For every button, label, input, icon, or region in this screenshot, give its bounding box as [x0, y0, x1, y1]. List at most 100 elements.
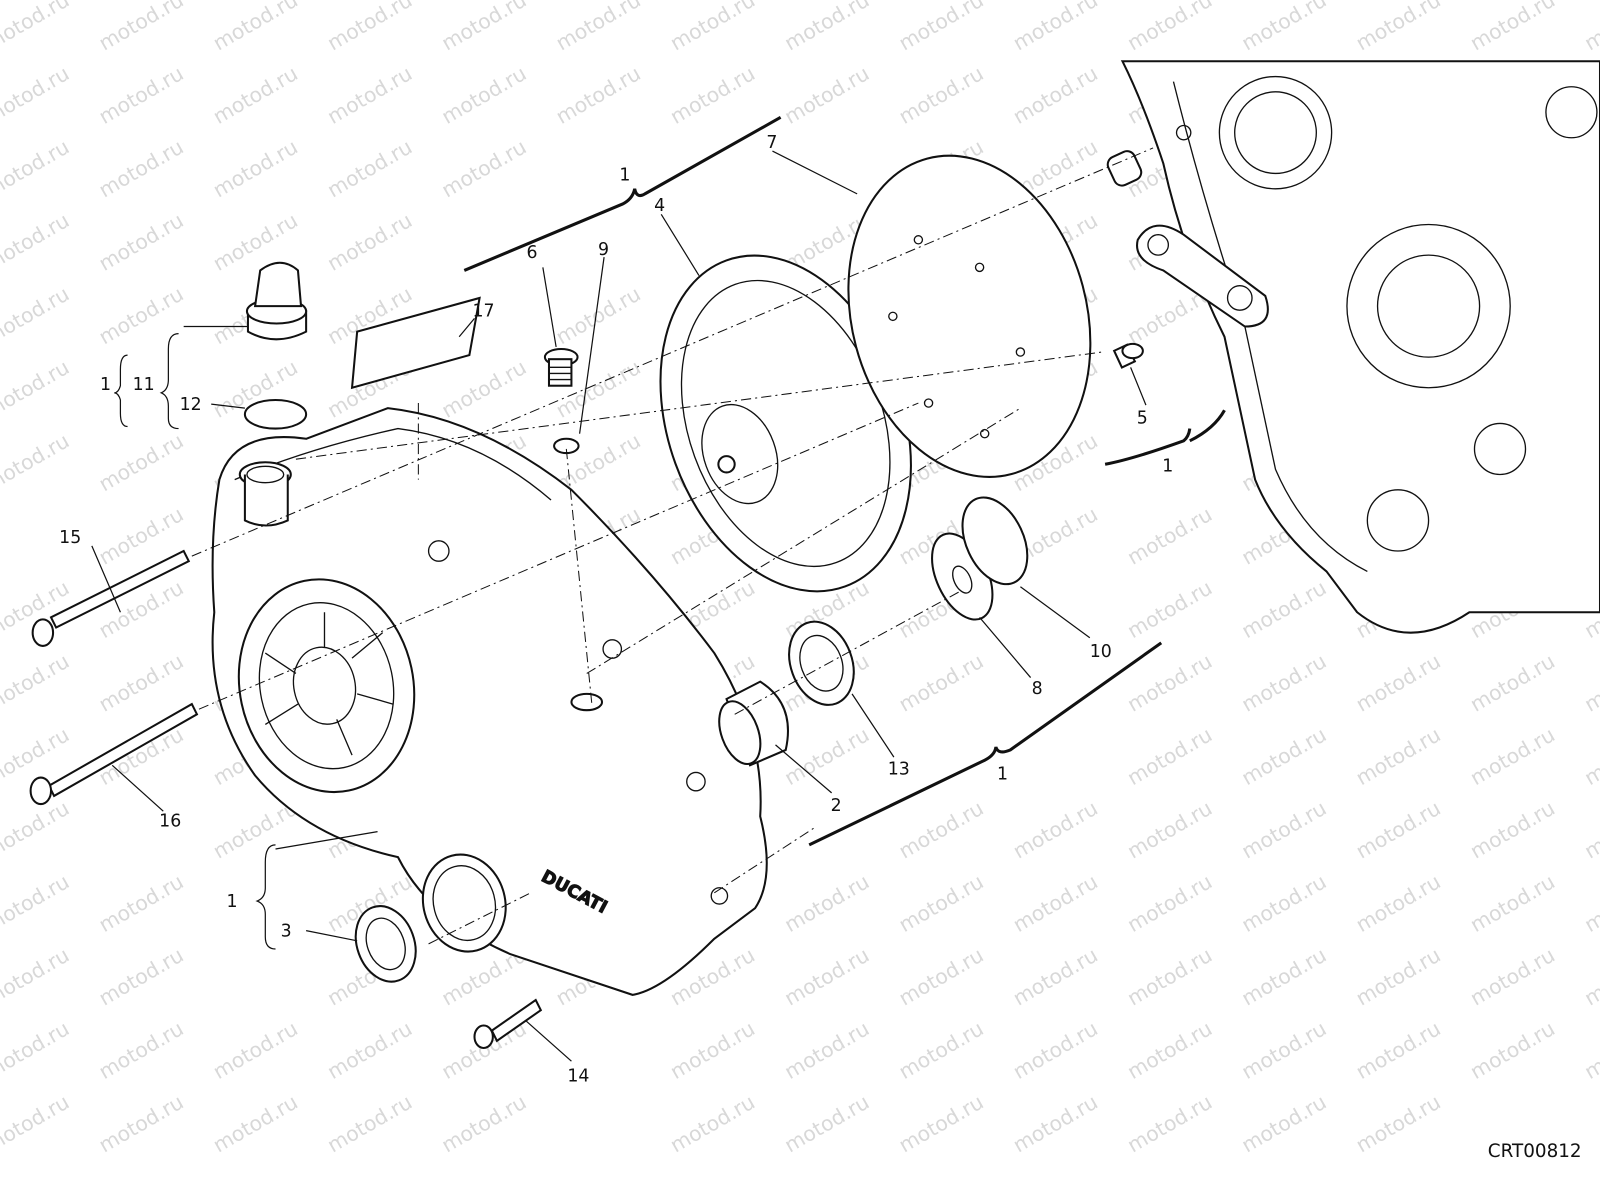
- callout-15: 15: [59, 528, 81, 548]
- watermark-text: motod.ru: [1580, 796, 1600, 864]
- watermark-text: motod.ru: [437, 0, 530, 55]
- watermark-text: motod.ru: [1352, 722, 1445, 790]
- callout-6: 6: [527, 243, 538, 263]
- watermark-text: motod.ru: [323, 0, 416, 55]
- watermark-text: motod.ru: [1466, 869, 1559, 937]
- watermark-text: motod.ru: [895, 1090, 988, 1158]
- watermark-text: motod.ru: [1237, 0, 1330, 55]
- watermark-text: motod.ru: [1237, 722, 1330, 790]
- watermark-text: motod.ru: [1237, 869, 1330, 937]
- watermark-text: motod.ru: [780, 869, 873, 937]
- watermark-text: motod.ru: [780, 1016, 873, 1084]
- callout-3: 3: [281, 922, 292, 942]
- clutch-cover: DUCATI: [211, 407, 768, 996]
- callout-5: 5: [1137, 408, 1148, 428]
- long-bolt: [31, 549, 191, 647]
- watermark-text: motod.ru: [895, 943, 988, 1011]
- callout-11: 11: [133, 375, 155, 395]
- watermark-text: motod.ru: [209, 1090, 302, 1158]
- callout-group-left: 1: [100, 375, 111, 395]
- watermark-text: motod.ru: [1009, 1016, 1102, 1084]
- watermark-text: motod.ru: [1237, 649, 1330, 717]
- seal-ring: [354, 905, 417, 983]
- watermark-text: motod.ru: [95, 208, 188, 276]
- drawing-code: CRT00812: [1488, 1141, 1582, 1162]
- watermark-text: motod.ru: [1352, 0, 1445, 55]
- callout-2: 2: [831, 796, 842, 816]
- watermark-text: motod.ru: [1009, 1090, 1102, 1158]
- watermark-text: motod.ru: [1123, 502, 1216, 570]
- callout-7: 7: [766, 133, 777, 153]
- watermark-text: motod.ru: [895, 796, 988, 864]
- watermark-text: motod.ru: [209, 61, 302, 129]
- callout-group-cover: 1: [227, 892, 238, 912]
- watermark-text: motod.ru: [1237, 576, 1330, 644]
- callout-16: 16: [159, 812, 181, 832]
- o-ring: [243, 398, 308, 430]
- callout-10: 10: [1090, 642, 1112, 662]
- watermark-text: motod.ru: [1009, 869, 1102, 937]
- watermark-text: motod.ru: [437, 355, 530, 423]
- watermark-text: motod.ru: [1466, 1016, 1559, 1084]
- callout-group-bottom: 1: [997, 765, 1008, 785]
- callout-group-top: 1: [619, 166, 630, 186]
- watermark-text: motod.ru: [552, 0, 645, 55]
- watermark-text: motod.ru: [95, 1016, 188, 1084]
- watermark-text: motod.ru: [437, 135, 530, 203]
- callout-group-right: 1: [1162, 456, 1173, 476]
- watermark-text: motod.ru: [1352, 869, 1445, 937]
- callout-9: 9: [598, 240, 609, 260]
- watermark-text: motod.ru: [0, 0, 73, 55]
- watermark-text: motod.ru: [1352, 943, 1445, 1011]
- watermark-text: motod.ru: [95, 943, 188, 1011]
- watermark-text: motod.ru: [1123, 722, 1216, 790]
- watermark-text: motod.ru: [323, 135, 416, 203]
- oil-filler-plug: [245, 261, 308, 341]
- watermark-text: motod.ru: [437, 1090, 530, 1158]
- watermark-text: motod.ru: [0, 796, 73, 864]
- watermark-text: motod.ru: [1466, 943, 1559, 1011]
- label-sticker: [350, 296, 481, 390]
- watermark-text: motod.ru: [95, 61, 188, 129]
- watermark-text: motod.ru: [1009, 796, 1102, 864]
- watermark-text: motod.ru: [323, 61, 416, 129]
- watermark-text: motod.ru: [780, 722, 873, 790]
- watermark-text: motod.ru: [95, 282, 188, 350]
- watermark-text: motod.ru: [95, 869, 188, 937]
- watermark-text: motod.ru: [95, 429, 188, 497]
- watermark-text: motod.ru: [209, 0, 302, 55]
- watermark-text: motod.ru: [95, 649, 188, 717]
- watermark-text: motod.ru: [1123, 0, 1216, 55]
- watermark-text: motod.ru: [1123, 869, 1216, 937]
- long-bolt: [29, 702, 199, 806]
- watermark-text: motod.ru: [0, 429, 73, 497]
- watermark-text: motod.ru: [0, 61, 73, 129]
- cover-disc: [847, 154, 1092, 478]
- drain-plug: [543, 347, 579, 387]
- watermark-text: motod.ru: [1580, 0, 1600, 55]
- watermark-text: motod.ru: [323, 208, 416, 276]
- watermark-text: motod.ru: [323, 1016, 416, 1084]
- watermark-text: motod.ru: [437, 61, 530, 129]
- watermark-text: motod.ru: [1237, 1016, 1330, 1084]
- watermark-text: motod.ru: [1466, 722, 1559, 790]
- watermark-text: motod.ru: [895, 0, 988, 55]
- watermark-text: motod.ru: [1580, 649, 1600, 717]
- crankcase: [1106, 60, 1600, 634]
- callout-14: 14: [567, 1067, 589, 1087]
- watermark-text: motod.ru: [1580, 943, 1600, 1011]
- watermark-text: motod.ru: [1466, 649, 1559, 717]
- callout-13: 13: [888, 759, 910, 779]
- oil-seal: [788, 620, 855, 706]
- watermark-text: motod.ru: [1580, 1016, 1600, 1084]
- watermark-text: motod.ru: [1237, 796, 1330, 864]
- callout-12: 12: [180, 395, 202, 415]
- watermark-text: motod.ru: [895, 649, 988, 717]
- watermark-text: motod.ru: [0, 208, 73, 276]
- watermark-text: motod.ru: [666, 1090, 759, 1158]
- callout-4: 4: [654, 196, 665, 216]
- watermark-text: motod.ru: [1352, 649, 1445, 717]
- watermark-text: motod.ru: [209, 1016, 302, 1084]
